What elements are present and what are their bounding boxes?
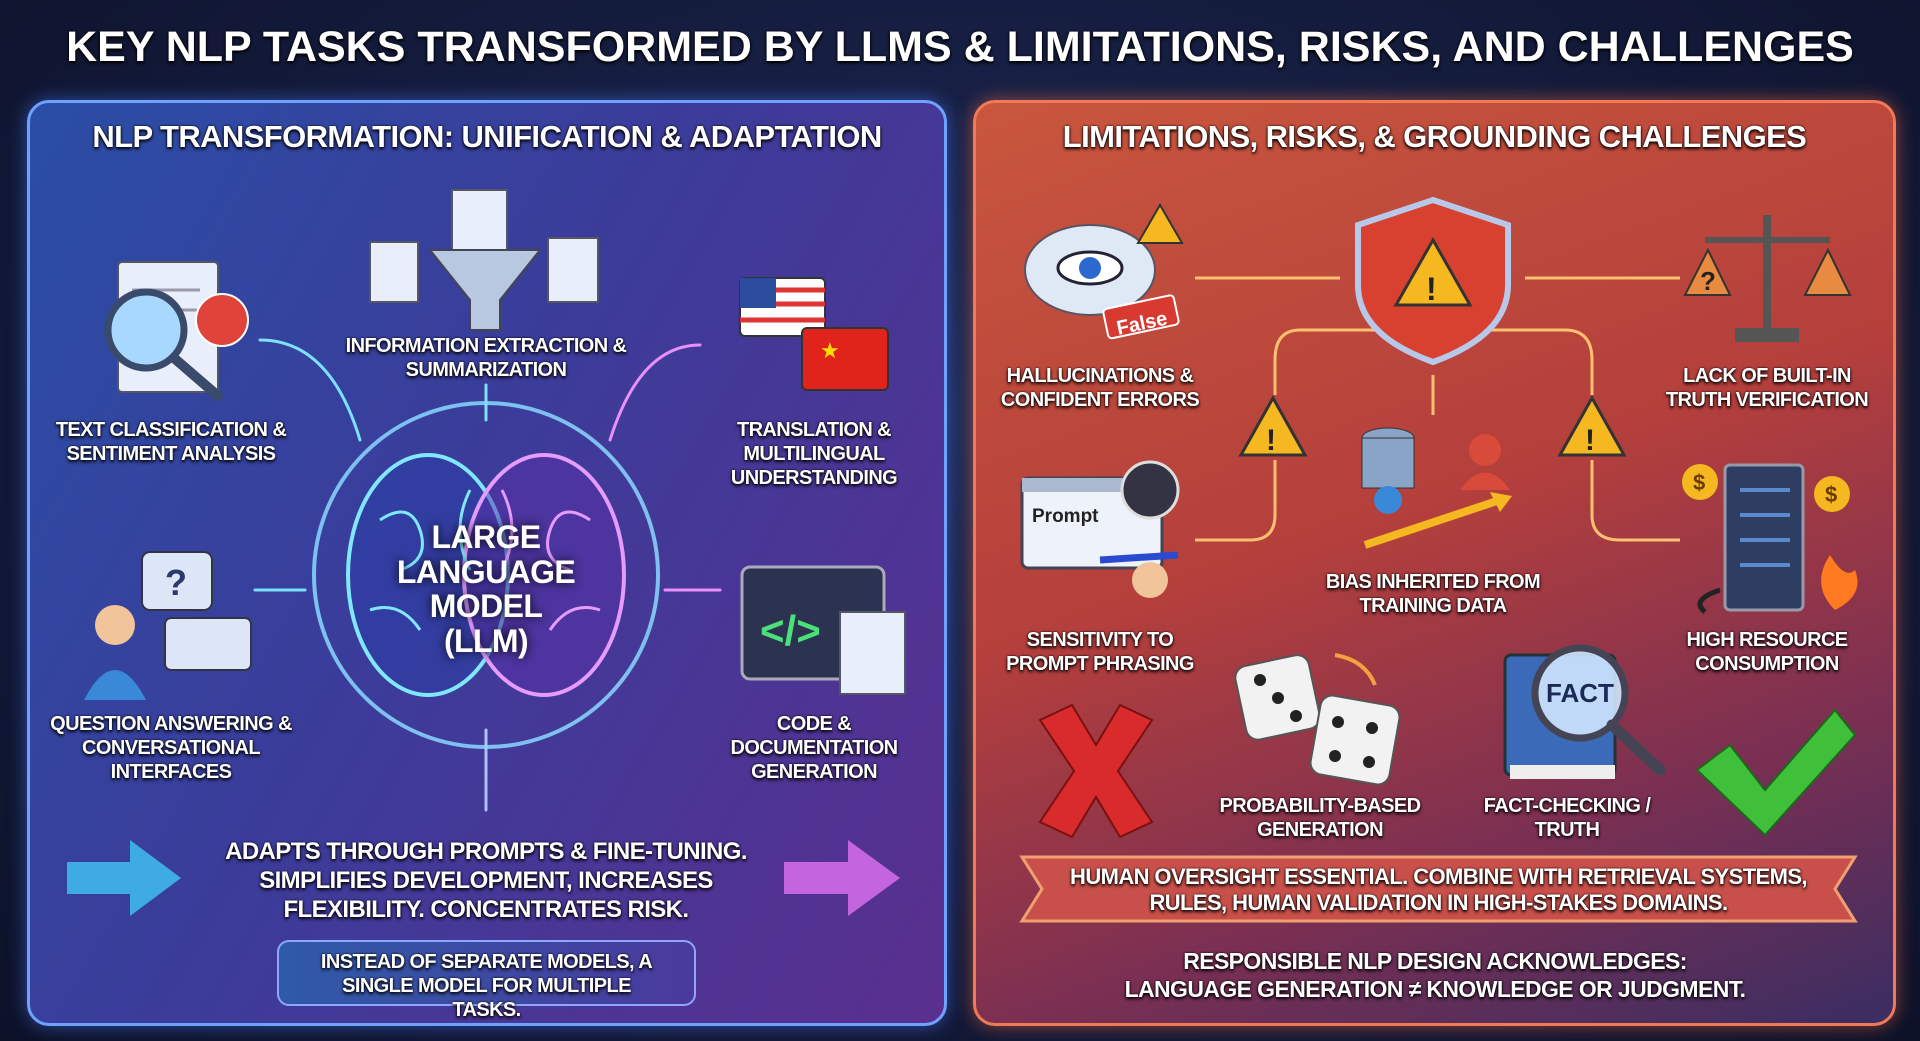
right-arrow-icon	[67, 840, 181, 916]
right-panel-heading: LIMITATIONS, RISKS, & GROUNDING CHALLENG…	[1062, 119, 1807, 154]
hallucination-cloud-eye-icon	[1024, 203, 1184, 340]
svg-text:!: !	[1426, 271, 1437, 307]
prompt-tag: Prompt	[1032, 506, 1099, 527]
svg-text:</>: </>	[760, 607, 821, 654]
svg-text:!: !	[1266, 424, 1276, 457]
connector-line	[608, 343, 702, 442]
fact-tag: FACT	[1546, 678, 1614, 708]
brain-icon	[312, 401, 660, 749]
connector-line	[1590, 460, 1680, 542]
green-check-icon	[1695, 708, 1857, 837]
task-label-information-extraction: INFORMATION EXTRACTION & SUMMARIZATION	[345, 335, 627, 381]
risk-label-prompt-sensitivity: SENSITIVITY TO PROMPT PHRASING	[1006, 629, 1194, 675]
ribbon-banner	[1019, 855, 1858, 923]
chat-user-icon: ?	[84, 551, 252, 700]
conclusion-line-1: RESPONSIBLE NLP DESIGN ACKNOWLEDGES:	[1183, 948, 1687, 974]
llm-center-label: LARGE LANGUAGE MODEL (LLM)	[386, 520, 586, 658]
risk-label-fact-checking: FACT-CHECKING / TRUTH	[1483, 795, 1651, 841]
svg-text:$: $	[1693, 470, 1705, 495]
sentiment-magnifier-icon	[104, 261, 249, 401]
risk-label-probability-generation: PROBABILITY-BASED GENERATION	[1219, 795, 1422, 841]
prompt-window-pen-icon	[1020, 460, 1180, 598]
ribbon-text: HUMAN OVERSIGHT ESSENTIAL. COMBINE WITH …	[1070, 864, 1807, 916]
warning-icon: !	[1557, 394, 1627, 457]
adaptation-summary: ADAPTS THROUGH PROMPTS & FINE-TUNING. SI…	[225, 838, 747, 923]
connector-line	[1273, 328, 1380, 395]
task-label-question-answering: QUESTION ANSWERING & CONVERSATIONAL INTE…	[50, 713, 292, 783]
llm-label-line: LARGE	[431, 519, 541, 555]
task-label-text-classification: TEXT CLASSIFICATION & SENTIMENT ANALYSIS	[55, 419, 287, 465]
single-model-callout: INSTEAD OF SEPARATE MODELS, A SINGLE MOD…	[277, 940, 696, 1021]
risk-label-resource-consumption: HIGH RESOURCE CONSUMPTION	[1686, 629, 1848, 675]
fact-book-magnifier-icon	[1503, 644, 1666, 779]
balance-scale-icon: ?	[1683, 215, 1852, 342]
warning-icon: !	[1238, 394, 1308, 457]
funnel-documents-icon	[369, 189, 599, 331]
conclusion-line-2: LANGUAGE GENERATION ≠ KNOWLEDGE OR JUDGM…	[1124, 976, 1746, 1002]
llm-label-line: LANGUAGE	[396, 553, 576, 590]
task-label-code-generation: CODE & DOCUMENTATION GENERATION	[730, 713, 899, 783]
llm-label-line: MODEL (LLM)	[429, 588, 543, 659]
connector-line	[1195, 460, 1277, 542]
dice-icon	[1234, 653, 1401, 786]
connector-line	[258, 338, 362, 442]
risk-label-hallucinations: HALLUCINATIONS & CONFIDENT ERRORS	[1000, 365, 1200, 411]
task-label-translation: TRANSLATION & MULTILINGUAL UNDERSTANDING	[730, 419, 898, 489]
svg-text:!: !	[1585, 424, 1595, 457]
svg-text:$: $	[1825, 482, 1837, 507]
risk-label-bias: BIAS INHERITED FROM TRAINING DATA	[1325, 571, 1541, 617]
risk-label-truth-verification: LACK OF BUILT-IN TRUTH VERIFICATION	[1665, 365, 1869, 411]
red-x-icon	[1038, 703, 1154, 839]
server-money-fire-icon: $$	[1682, 463, 1858, 614]
code-window-icon: </>	[740, 565, 906, 695]
svg-text:?: ?	[165, 562, 187, 603]
left-panel-heading: NLP TRANSFORMATION: UNIFICATION & ADAPTA…	[92, 119, 882, 154]
svg-text:★: ★	[820, 338, 840, 363]
svg-text:?: ?	[1700, 266, 1716, 296]
flags-translation-icon: ★	[739, 277, 889, 391]
right-arrow-icon	[784, 840, 900, 916]
warning-shield-icon: !	[1355, 196, 1511, 366]
callout-text: INSTEAD OF SEPARATE MODELS, A SINGLE MOD…	[320, 951, 653, 1021]
connector-line	[1490, 328, 1594, 395]
bias-database-user-icon	[1361, 427, 1512, 549]
main-title: KEY NLP TASKS TRANSFORMED BY LLMs & LIMI…	[66, 23, 1854, 71]
